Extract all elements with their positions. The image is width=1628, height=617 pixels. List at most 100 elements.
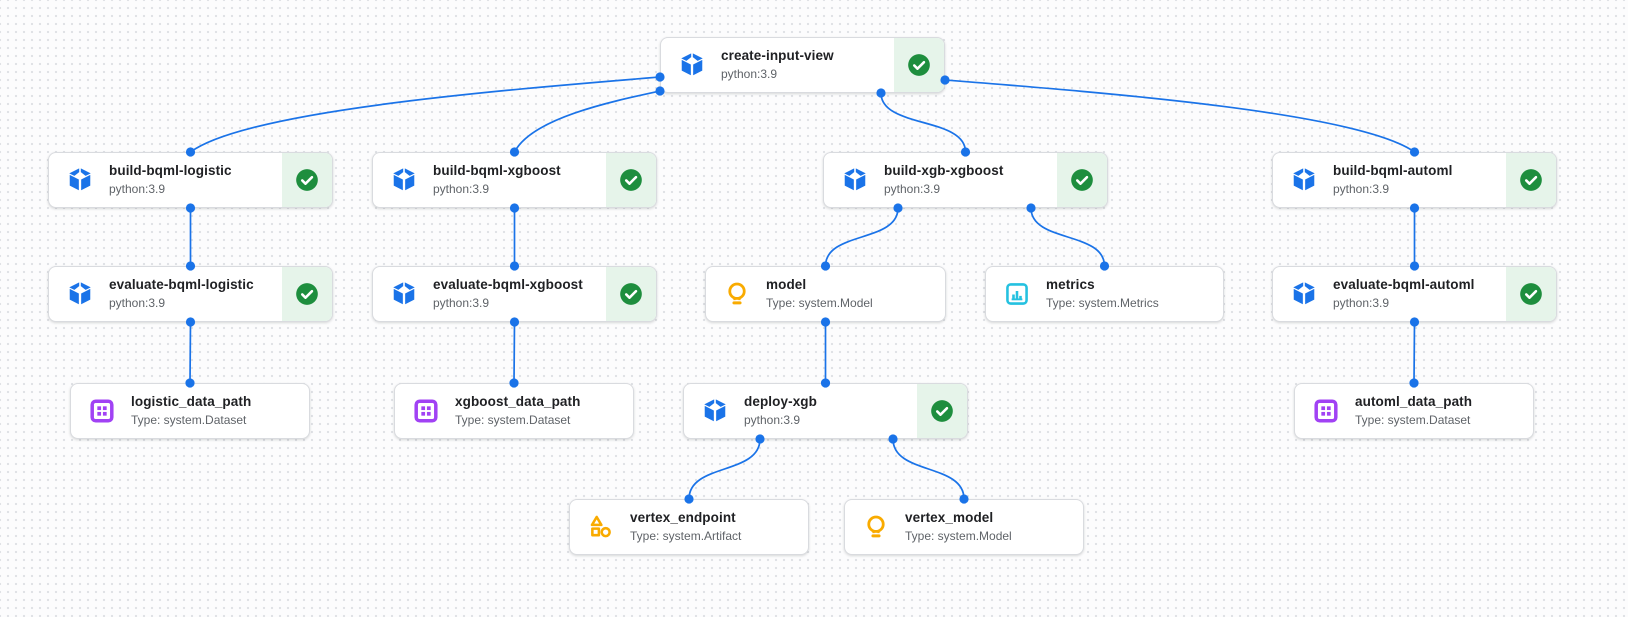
edge-build-xgb-xgboost-to-metrics bbox=[1030, 207, 1106, 267]
pipeline-node-build-xgb-xgboost[interactable]: build-xgb-xgboost python:3.9 bbox=[823, 152, 1108, 208]
node-text: build-bqml-logistic python:3.9 bbox=[109, 163, 232, 197]
node-title: evaluate-bqml-xgboost bbox=[433, 277, 583, 293]
node-subtitle: Type: system.Model bbox=[905, 528, 1012, 543]
node-text: evaluate-bqml-automl python:3.9 bbox=[1333, 277, 1475, 311]
model-lightbulb-icon bbox=[862, 513, 890, 541]
node-text: deploy-xgb python:3.9 bbox=[744, 394, 817, 428]
edge-create-input-view-to-build-bqml-xgboost bbox=[513, 90, 661, 153]
node-title: build-xgb-xgboost bbox=[884, 163, 1004, 179]
node-subtitle: python:3.9 bbox=[433, 295, 490, 310]
metrics-icon bbox=[1003, 280, 1031, 308]
status-success-badge bbox=[894, 38, 944, 92]
dataset-icon bbox=[412, 397, 440, 425]
component-box-icon bbox=[66, 166, 94, 194]
node-title: build-bqml-automl bbox=[1333, 163, 1453, 179]
edge-deploy-xgb-to-vertex_model bbox=[892, 438, 965, 500]
node-text: build-bqml-xgboost python:3.9 bbox=[433, 163, 561, 197]
node-subtitle: python:3.9 bbox=[744, 412, 801, 427]
pipeline-node-evaluate-bqml-xgboost[interactable]: evaluate-bqml-xgboost python:3.9 bbox=[372, 266, 657, 322]
node-title: evaluate-bqml-automl bbox=[1333, 277, 1475, 293]
pipeline-node-create-input-view[interactable]: create-input-view python:3.9 bbox=[660, 37, 945, 93]
node-title: metrics bbox=[1046, 277, 1095, 293]
node-subtitle: Type: system.Model bbox=[766, 295, 873, 310]
node-subtitle: Type: system.Dataset bbox=[1355, 412, 1471, 427]
node-text: build-bqml-automl python:3.9 bbox=[1333, 163, 1452, 197]
node-text: evaluate-bqml-xgboost python:3.9 bbox=[433, 277, 583, 311]
component-box-icon bbox=[701, 397, 729, 425]
pipeline-node-evaluate-bqml-logistic[interactable]: evaluate-bqml-logistic python:3.9 bbox=[48, 266, 333, 322]
edge-evaluate-bqml-logistic-to-logistic_data_path bbox=[189, 321, 192, 384]
component-box-icon bbox=[678, 51, 706, 79]
edge-create-input-view-to-build-bqml-logistic bbox=[189, 76, 661, 153]
node-title: evaluate-bqml-logistic bbox=[109, 277, 254, 293]
node-title: build-bqml-xgboost bbox=[433, 163, 561, 179]
node-title: automl_data_path bbox=[1355, 394, 1473, 410]
edge-evaluate-bqml-automl-to-automl_data_path bbox=[1413, 321, 1416, 384]
node-title: xgboost_data_path bbox=[455, 394, 581, 410]
node-title: build-bqml-logistic bbox=[109, 163, 232, 179]
node-title: deploy-xgb bbox=[744, 394, 818, 410]
node-subtitle: Type: system.Dataset bbox=[455, 412, 571, 427]
component-box-icon bbox=[390, 280, 418, 308]
node-title: vertex_endpoint bbox=[630, 510, 736, 526]
dataset-icon bbox=[88, 397, 116, 425]
node-subtitle: python:3.9 bbox=[721, 66, 778, 81]
pipeline-node-evaluate-bqml-automl[interactable]: evaluate-bqml-automl python:3.9 bbox=[1272, 266, 1557, 322]
component-box-icon bbox=[841, 166, 869, 194]
edge-deploy-xgb-to-vertex_endpoint bbox=[688, 438, 761, 500]
status-success-badge bbox=[606, 267, 656, 321]
node-text: create-input-view python:3.9 bbox=[721, 48, 834, 82]
pipeline-node-build-bqml-logistic[interactable]: build-bqml-logistic python:3.9 bbox=[48, 152, 333, 208]
status-success-badge bbox=[1506, 267, 1556, 321]
node-title: logistic_data_path bbox=[131, 394, 252, 410]
node-title: vertex_model bbox=[905, 510, 994, 526]
dataset-icon bbox=[1312, 397, 1340, 425]
node-subtitle: Type: system.Metrics bbox=[1046, 295, 1159, 310]
pipeline-node-build-bqml-xgboost[interactable]: build-bqml-xgboost python:3.9 bbox=[372, 152, 657, 208]
node-subtitle: python:3.9 bbox=[1333, 181, 1390, 196]
status-success-badge bbox=[1057, 153, 1107, 207]
edge-evaluate-bqml-xgboost-to-xgboost_data_path bbox=[513, 321, 516, 384]
edge-create-input-view-to-build-bqml-automl bbox=[944, 79, 1415, 153]
node-subtitle: python:3.9 bbox=[1333, 295, 1390, 310]
node-subtitle: python:3.9 bbox=[109, 181, 166, 196]
pipeline-node-build-bqml-automl[interactable]: build-bqml-automl python:3.9 bbox=[1272, 152, 1557, 208]
component-box-icon bbox=[66, 280, 94, 308]
node-text: evaluate-bqml-logistic python:3.9 bbox=[109, 277, 254, 311]
node-title: model bbox=[766, 277, 807, 293]
node-subtitle: python:3.9 bbox=[109, 295, 166, 310]
status-success-badge bbox=[606, 153, 656, 207]
status-success-badge bbox=[282, 267, 332, 321]
node-subtitle: Type: system.Dataset bbox=[131, 412, 247, 427]
model-lightbulb-icon bbox=[723, 280, 751, 308]
edge-build-xgb-xgboost-to-model bbox=[824, 207, 899, 267]
artifact-icon bbox=[587, 513, 615, 541]
node-title: create-input-view bbox=[721, 48, 834, 64]
status-success-badge bbox=[1506, 153, 1556, 207]
component-box-icon bbox=[1290, 166, 1318, 194]
component-box-icon bbox=[390, 166, 418, 194]
status-success-badge bbox=[282, 153, 332, 207]
status-success-badge bbox=[917, 384, 967, 438]
component-box-icon bbox=[1290, 280, 1318, 308]
pipeline-node-deploy-xgb[interactable]: deploy-xgb python:3.9 bbox=[683, 383, 968, 439]
node-text: build-xgb-xgboost python:3.9 bbox=[884, 163, 1003, 197]
node-subtitle: Type: system.Artifact bbox=[630, 528, 742, 543]
node-subtitle: python:3.9 bbox=[884, 181, 941, 196]
edge-create-input-view-to-build-xgb-xgboost bbox=[880, 92, 967, 153]
node-subtitle: python:3.9 bbox=[433, 181, 490, 196]
